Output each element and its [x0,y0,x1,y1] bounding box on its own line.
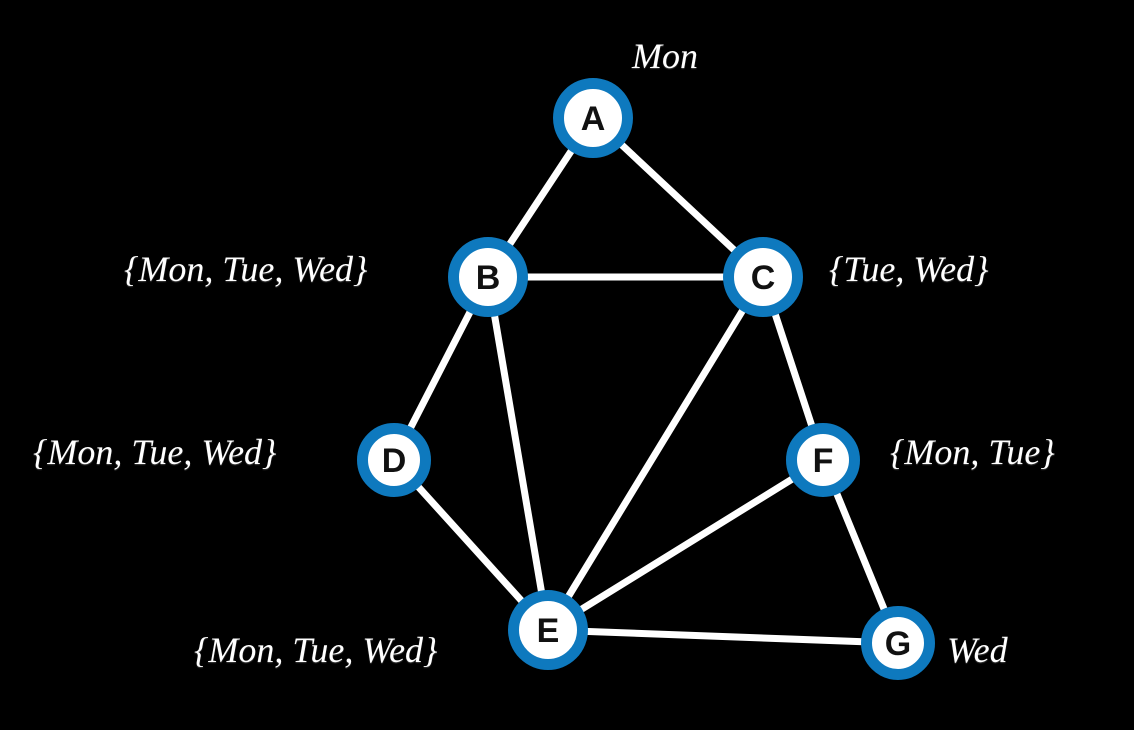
edge-e-g [544,626,902,647]
node-e[interactable]: E [508,590,588,670]
node-label-a: A [581,100,606,138]
domain-label-f: {Mon, Tue} [890,432,1055,472]
node-c[interactable]: C [723,237,803,317]
node-d[interactable]: D [357,423,431,497]
domain-label-d: {Mon, Tue, Wed} [33,432,277,472]
domain-label-e: {Mon, Tue, Wed} [194,630,438,670]
edge-e-f [544,456,827,634]
node-g[interactable]: G [861,606,935,680]
domain-label-c: {Tue, Wed} [829,249,989,289]
edge-c-e [544,273,767,634]
node-circle-a [553,78,633,158]
node-circle-d [357,423,431,497]
node-label-d: D [382,442,407,480]
node-label-b: B [476,259,501,297]
node-label-f: F [813,442,834,480]
edges-group [390,114,902,647]
node-a[interactable]: A [553,78,633,158]
edge-b-e [484,273,552,634]
node-label-e: E [537,612,560,650]
node-b[interactable]: B [448,237,528,317]
node-circle-f [786,423,860,497]
domain-label-g: Wed [947,630,1008,670]
domain-label-b: {Mon, Tue, Wed} [124,249,368,289]
node-circle-b [448,237,528,317]
node-circle-e [508,590,588,670]
node-label-g: G [885,625,911,663]
node-label-c: C [751,259,776,297]
node-circle-c [723,237,803,317]
nodes-group: A B C D E F G [357,78,935,680]
domain-label-a: Mon [632,36,698,76]
node-circle-g [861,606,935,680]
node-f[interactable]: F [786,423,860,497]
